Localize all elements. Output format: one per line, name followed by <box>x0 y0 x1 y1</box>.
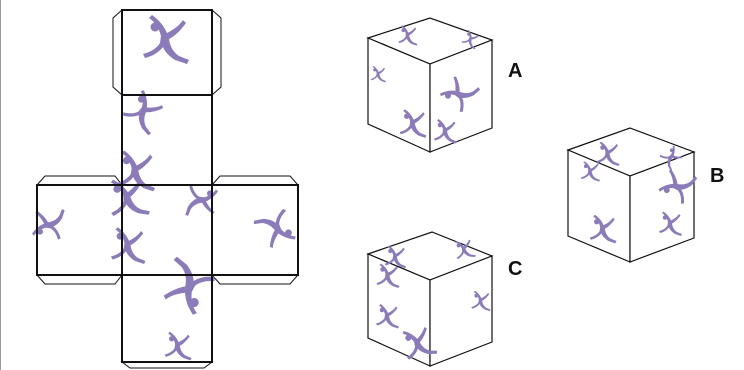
left-border-line <box>0 0 1 370</box>
cube-a <box>366 17 494 153</box>
cube-b <box>566 127 698 263</box>
option-label-b: B <box>710 165 725 187</box>
cube-net <box>35 8 300 369</box>
option-label-c: C <box>508 258 523 280</box>
option-label-a: A <box>508 60 523 82</box>
net-faces <box>36 9 299 363</box>
cube-c <box>366 231 494 367</box>
net-figures <box>32 15 301 361</box>
